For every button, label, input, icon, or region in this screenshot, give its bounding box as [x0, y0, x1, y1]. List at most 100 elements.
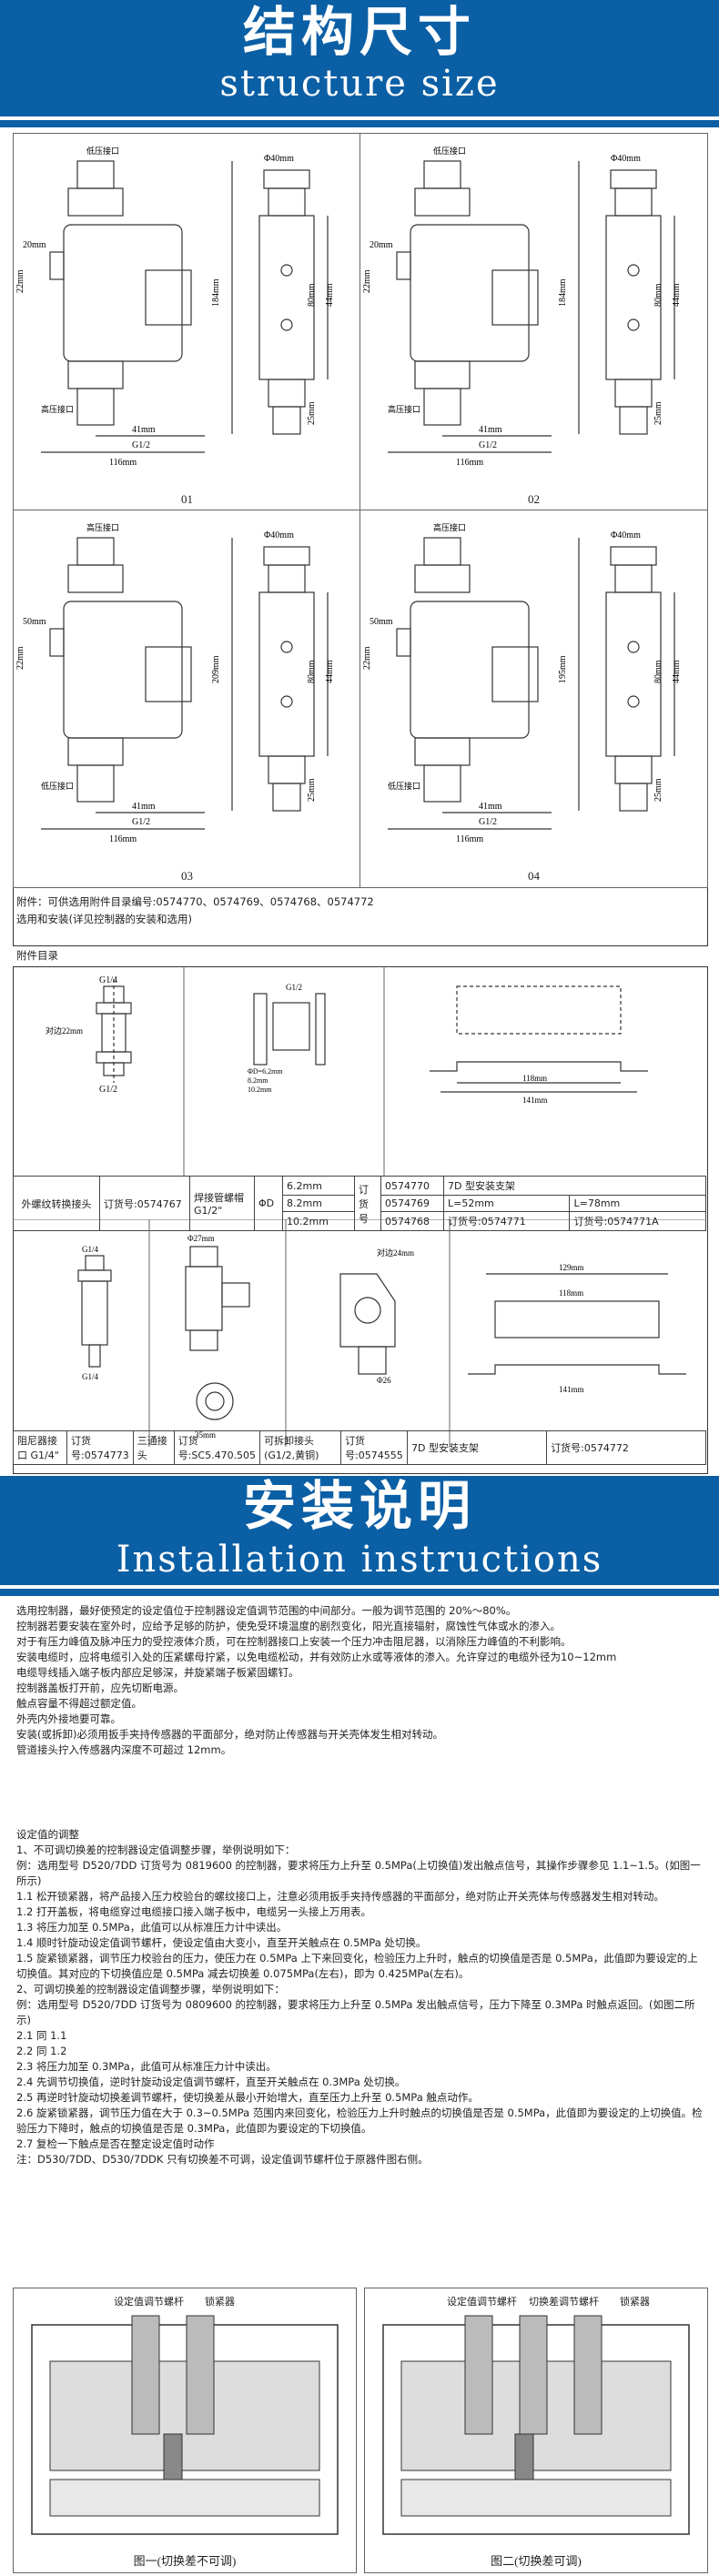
dim-w2: 116mm: [456, 458, 483, 468]
catalog-row1-drawings: G1/4 G1/2 对边22mm G1/2 ΦD=6.2mm 8.2mm 10.…: [46, 966, 648, 1176]
dim-h3: 44mm: [325, 283, 335, 307]
install-line-3: 安装电缆时，应将电缆引入处的压紧螺母拧紧，以免电缆松动，并有效防止水或等液体的渗…: [16, 1651, 617, 1663]
svg-text:129mm: 129mm: [559, 1263, 584, 1272]
dim-h3: 44mm: [325, 660, 335, 683]
bracket-order-a: 订货号:0574771: [442, 1211, 571, 1231]
svg-text:118mm: 118mm: [559, 1288, 583, 1298]
drawing-02: Φ40mm 20mm 22mm 184mm 80mm 44mm 41mm 116…: [362, 146, 682, 468]
drawing-01: Φ40mm 20mm 22mm 184mm 80mm 44mm 41mm 116…: [15, 146, 335, 468]
dim-top: Φ40mm: [264, 530, 294, 540]
port-label-top: 低压接口: [433, 146, 466, 156]
size-1: 8.2mm: [282, 1195, 355, 1212]
dim-left: 50mm: [370, 617, 393, 627]
drawing-caption: 04: [528, 869, 540, 883]
dim-top: Φ40mm: [611, 530, 641, 540]
section2-title-cn: 安装说明: [242, 1475, 476, 1537]
attachment-note-2: 选用和安装(详见控制器的安装和选用): [16, 913, 192, 925]
drawing-cell-02: Φ40mm 20mm 22mm 184mm 80mm 44mm 41mm 116…: [360, 133, 708, 511]
drawing-caption: 02: [528, 492, 540, 506]
bracket2-order-no: 订货号:0574772: [546, 1430, 706, 1465]
setting-line-17: 注：D530/7DD、D530/7DDK 只有切换差不可调，设定值调节螺杆位于原…: [16, 2153, 429, 2166]
dim-w1: 41mm: [132, 425, 156, 435]
setting-line-15: 2.6 旋紧锁紧器，调节压力值在大于 0.3~0.5MPa 范围内来回变化，检验…: [16, 2106, 703, 2135]
svg-text:对边24mm: 对边24mm: [377, 1248, 414, 1258]
fig2-label-2: 切换差调节螺杆: [529, 2297, 599, 2308]
structure-size-banner: 结构尺寸 structure size: [0, 0, 719, 116]
install-line-4: 电缆导线插入端子板内部应足够深，并旋紧端子板紧固螺钉。: [16, 1666, 299, 1679]
svg-text:对边22mm: 对边22mm: [46, 1025, 83, 1035]
port-label-bottom: 高压接口: [41, 404, 74, 414]
install-line-5: 控制器盖板打开前，应先切断电源。: [16, 1682, 184, 1694]
order-1: 0574769: [380, 1195, 444, 1212]
fig1-label-1: 设定值调节螺杆: [114, 2297, 184, 2308]
install-line-2: 对于有压力峰值及脉冲压力的受控液体介质，可在控制器接口上安装一个压力冲击阻尼器，…: [16, 1635, 572, 1648]
tee-name: 三通接头: [132, 1430, 175, 1465]
dim-bottom: 25mm: [653, 401, 663, 425]
dim-w1: 41mm: [479, 425, 502, 435]
setting-line-8: 2、可调切换差的控制器设定值调整步骤，举例说明如下：: [16, 1983, 285, 1995]
setting-line-0: 设定值的调整: [16, 1828, 79, 1841]
svg-text:G1/2: G1/2: [286, 983, 302, 992]
dim-h3: 44mm: [672, 283, 682, 307]
dim-w2: 116mm: [109, 834, 137, 844]
catalog-row2-drawings: G1/4 G1/4 Φ27mm 35mm 对边24mm Φ26 129mm 11…: [13, 1219, 706, 1447]
installation-paragraphs: 选用控制器，最好使预定的设定值位于控制器设定值调节范围的中间部分。一般为调节范围…: [16, 1603, 703, 1758]
drawing-caption: 01: [181, 492, 193, 506]
order-0: 0574770: [380, 1176, 444, 1196]
size-2: 10.2mm: [282, 1211, 355, 1231]
drawing-cell-04: Φ40mm 50mm 22mm 195mm 80mm 44mm 41mm 116…: [360, 510, 708, 888]
dim-w2: 116mm: [109, 458, 137, 468]
joint-name: 可拆卸接头(G1/2,黄铜): [259, 1430, 342, 1465]
setting-line-10: 2.1 同 1.1: [16, 2029, 67, 2042]
size-0: 6.2mm: [282, 1176, 355, 1196]
svg-text:141mm: 141mm: [522, 1096, 548, 1105]
setting-line-5: 1.3 将压力加至 0.5MPa，此值可以从标准压力计中读出。: [16, 1921, 288, 1934]
svg-text:G1/2: G1/2: [99, 1085, 117, 1095]
figure-2-caption: 图二(切换差可调): [491, 2554, 582, 2568]
catalog-row2-table: 阻尼器接口 G1/4" 订货号:0574773 三通接头 订货号:SC5.470…: [13, 1430, 706, 1465]
bracket-name: 7D 型安装支架: [443, 1176, 706, 1196]
figure-2-drawing: [382, 2315, 690, 2535]
tee-drawing: [185, 1246, 250, 1420]
dim-side: 22mm: [15, 646, 25, 670]
install-line-0: 选用控制器，最好使预定的设定值位于控制器设定值调节范围的中间部分。一般为调节范围…: [16, 1604, 517, 1617]
dim-left: 50mm: [23, 617, 46, 627]
dim-top: Φ40mm: [264, 154, 294, 164]
bracket2-name: 7D 型安装支架: [407, 1430, 548, 1465]
dim-h1: 209mm: [211, 655, 221, 683]
install-line-7: 外壳内外接地要可靠。: [16, 1712, 121, 1725]
catalog-row1-table: 外螺纹转换接头 订货号:0574767 焊接管螺帽 G1/2" ΦD 6.2mm…: [13, 1176, 706, 1231]
section-title-en: structure size: [219, 63, 500, 105]
figure-1-drawing: [31, 2315, 339, 2535]
figure-2: 设定值调节螺杆 切换差调节螺杆 锁紧器 图二(切换差可调): [364, 2288, 708, 2573]
order-2: 0574768: [380, 1211, 444, 1231]
dim-side: 22mm: [15, 269, 25, 293]
fig1-label-2: 锁紧器: [205, 2297, 235, 2308]
installation-banner: 安装说明 Installation instructions: [0, 1476, 719, 1585]
drawing-04: Φ40mm 50mm 22mm 195mm 80mm 44mm 41mm 116…: [362, 522, 682, 844]
dim-w2: 116mm: [456, 834, 483, 844]
install-line-8: 安装(或拆卸)必须用扳手夹持传感器的平面部分，绝对防止传感器与开关壳体发生相对转…: [16, 1728, 443, 1741]
svg-text:Φ27mm: Φ27mm: [187, 1234, 215, 1243]
port-label-top: 高压接口: [86, 522, 119, 532]
dim-h2: 80mm: [307, 660, 317, 683]
damper-order-no: 订货号:0574773: [66, 1430, 134, 1465]
section2-title-en: Installation instructions: [116, 1539, 603, 1581]
setting-line-13: 2.4 先调节切换值，逆时针旋动设定值调节螺杆，直至开关触点在 0.3MPa 处…: [16, 2076, 406, 2088]
bracket-length-1: L=52mm: [442, 1195, 571, 1212]
setting-line-16: 2.7 复检一下触点是否在整定设定值时动作: [16, 2137, 215, 2150]
setting-line-7: 1.5 旋紧锁紧器，调节压力校验台的压力，使压力在 0.5MPa 上下来回变化，…: [16, 1952, 698, 1980]
divider-bar: [0, 120, 719, 127]
figure-1-caption: 图一(切换差不可调): [133, 2554, 237, 2568]
adapter-name: 外螺纹转换接头: [13, 1176, 100, 1231]
dim-top: Φ40mm: [611, 154, 641, 164]
dim-h2: 80mm: [653, 283, 663, 307]
port-label-top: 高压接口: [433, 522, 466, 532]
svg-text:G1/4: G1/4: [82, 1245, 99, 1254]
detachable-joint-drawing: [339, 1273, 396, 1375]
fig2-label-1: 设定值调节螺杆: [447, 2297, 517, 2308]
setting-line-4: 1.2 打开盖板，将电缆穿过电缆接口接入端子板中，电缆另一头接上万用表。: [16, 1905, 371, 1918]
svg-text:G1/4: G1/4: [82, 1372, 99, 1381]
dim-w1: 41mm: [479, 802, 502, 812]
